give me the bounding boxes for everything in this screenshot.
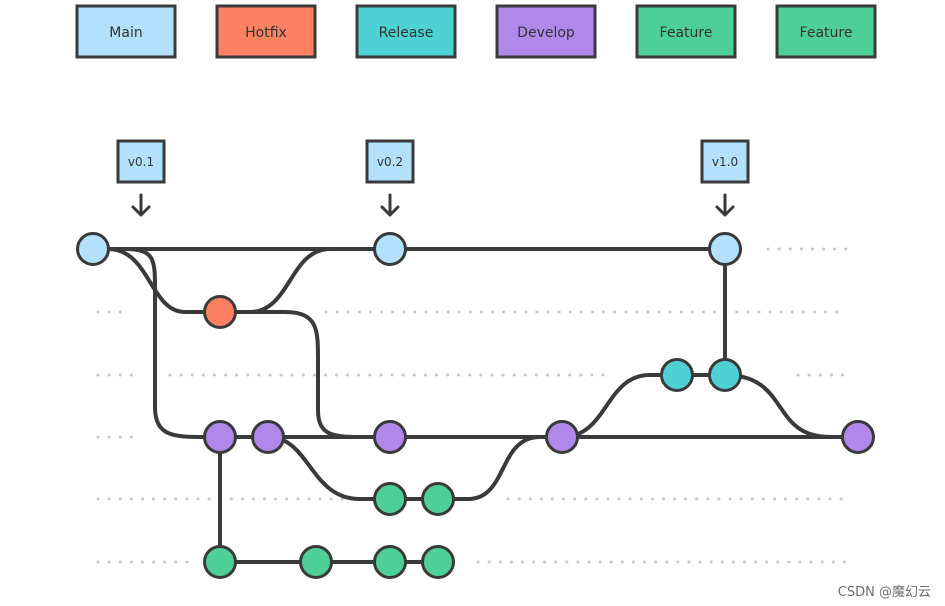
legend-label-feature-2: Feature xyxy=(800,25,853,41)
legend-item-main: Main xyxy=(75,4,177,59)
feature-to-develop-line xyxy=(436,435,542,501)
legend-item-feature-1: Feature xyxy=(635,4,737,59)
legend-label-main: Main xyxy=(109,25,142,41)
version-tags: v0.1 v0.2 v1.0 xyxy=(116,139,750,217)
watermark: CSDN @魔幻云 xyxy=(837,585,931,600)
legend-item-feature-2: Feature xyxy=(775,4,877,59)
main-to-develop-line xyxy=(123,247,207,439)
legend-swatch-release xyxy=(355,4,457,59)
develop-to-feature-line xyxy=(266,435,440,501)
legend-label-develop: Develop xyxy=(517,25,575,41)
tag-v0-2: v0.2 xyxy=(365,139,415,217)
legend-label-feature-1: Feature xyxy=(660,25,713,41)
legend-swatch-develop xyxy=(495,4,597,59)
commit-feature-2 xyxy=(299,545,333,579)
legend-item-develop: Develop xyxy=(495,4,597,59)
commit-feature-2 xyxy=(421,545,455,579)
commit-feature-2 xyxy=(373,545,407,579)
legend-label-hotfix: Hotfix xyxy=(245,25,287,41)
legend-swatch-hotfix xyxy=(215,4,317,59)
commit-develop xyxy=(373,420,407,454)
main-to-hotfix-line xyxy=(106,247,222,314)
commit-hotfix xyxy=(203,295,237,329)
commit-main xyxy=(76,232,110,266)
commit-feature-2 xyxy=(203,545,237,579)
tag-v0-1: v0.1 xyxy=(116,139,166,217)
legend-swatch-feature-1 xyxy=(635,4,737,59)
commit-release xyxy=(660,358,694,392)
lane-guides xyxy=(96,247,848,564)
commit-main xyxy=(373,232,407,266)
commit-feature xyxy=(373,482,407,516)
legend: Main Hotfix Release Develop Feature Feat… xyxy=(75,4,877,59)
commit-develop xyxy=(545,420,579,454)
arrow-down-icon xyxy=(380,193,400,217)
release-to-develop-line xyxy=(723,373,832,439)
arrow-down-icon xyxy=(131,193,151,217)
commit-develop xyxy=(203,420,237,454)
tag-box-v1-0 xyxy=(700,139,750,184)
commits xyxy=(76,232,875,579)
branch-lines xyxy=(91,247,860,564)
arrow-down-icon xyxy=(715,193,735,217)
legend-item-hotfix: Hotfix xyxy=(215,4,317,59)
tag-label-v0-2: v0.2 xyxy=(377,155,403,169)
tag-label-v0-1: v0.1 xyxy=(128,155,154,169)
tag-box-v0-2 xyxy=(365,139,415,184)
legend-item-release: Release xyxy=(355,4,457,59)
legend-label-release: Release xyxy=(379,25,434,41)
commit-develop xyxy=(251,420,285,454)
commit-release xyxy=(708,358,742,392)
legend-swatch-feature-2 xyxy=(775,4,877,59)
commit-develop xyxy=(841,420,875,454)
hotfix-to-main-line xyxy=(218,247,332,314)
develop-to-release-line xyxy=(560,373,727,439)
tag-box-v0-1 xyxy=(116,139,166,184)
commit-feature xyxy=(421,482,455,516)
tag-label-v1-0: v1.0 xyxy=(712,155,738,169)
legend-swatch-main xyxy=(75,4,177,59)
tag-v1-0: v1.0 xyxy=(700,139,750,217)
commit-main xyxy=(708,232,742,266)
